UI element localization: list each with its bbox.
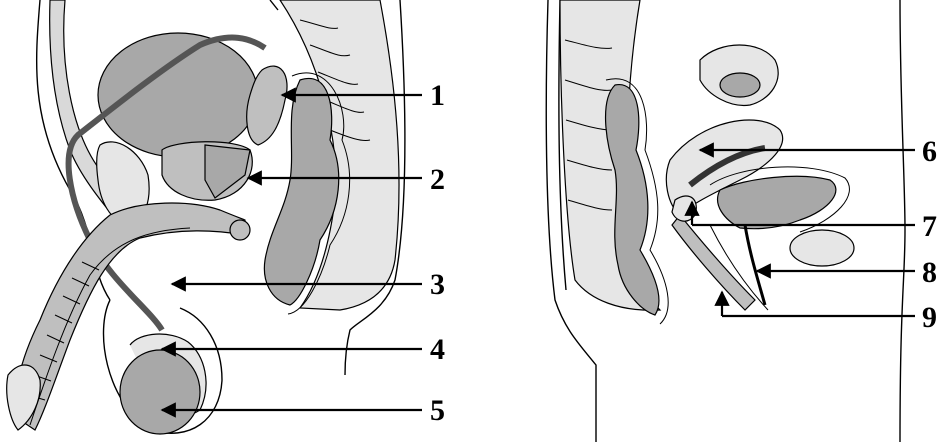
female-pelvis-section (546, 0, 905, 442)
label-5: 5 (430, 394, 445, 427)
label-2: 2 (430, 163, 445, 196)
label-4: 4 (430, 333, 445, 366)
female-bladder (718, 176, 836, 228)
label-1: 1 (430, 79, 445, 112)
label-7: 7 (922, 210, 937, 243)
vagina (672, 215, 755, 310)
label-3: 3 (430, 268, 445, 301)
bladder (98, 33, 258, 157)
female-pubic-bone (790, 230, 854, 266)
male-pelvis-section (7, 0, 405, 434)
label-8: 8 (922, 256, 937, 289)
label-6: 6 (922, 135, 937, 168)
testis (120, 350, 200, 434)
label-9: 9 (922, 301, 937, 334)
